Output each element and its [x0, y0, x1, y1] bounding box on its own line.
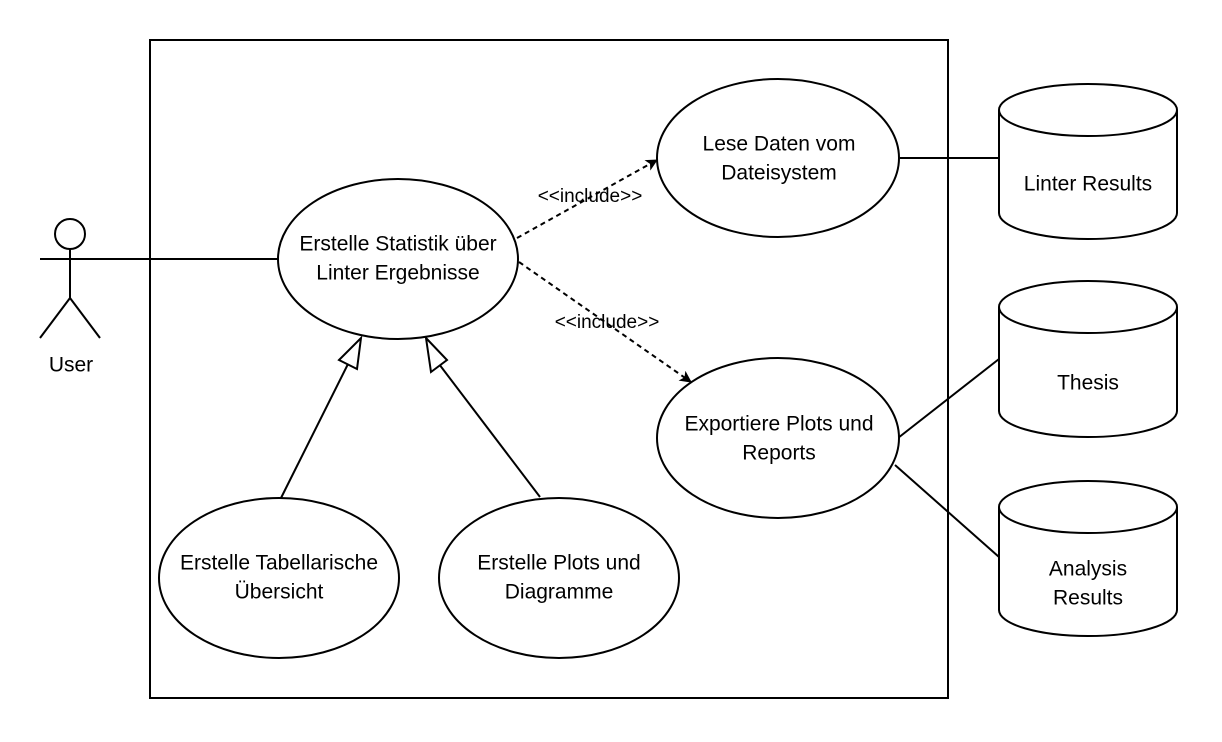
use-case-plots-ellipse	[438, 497, 680, 659]
use-case-table[interactable]: Erstelle Tabellarische Übersicht	[158, 497, 400, 659]
data-store-analysis-line-1: Analysis	[1049, 558, 1127, 581]
include-edge-export[interactable]	[518, 261, 692, 383]
use-case-read[interactable]: Lese Daten vom Dateisystem	[656, 78, 900, 238]
cylinder-rim	[998, 306, 1178, 334]
database-icon	[998, 480, 1178, 637]
use-case-plots-line-1: Erstelle Plots und	[477, 552, 640, 575]
use-case-table-line-2: Übersicht	[235, 581, 324, 604]
use-case-table-line-1: Erstelle Tabellarische	[180, 552, 378, 575]
database-icon	[998, 83, 1178, 240]
use-case-export-line-1: Exportiere Plots und	[684, 413, 873, 436]
generalization-plots-main[interactable]	[438, 363, 541, 498]
use-case-read-line-2: Dateisystem	[721, 162, 837, 185]
cylinder-rim	[998, 506, 1178, 534]
actor-right-leg	[69, 297, 101, 339]
actor-head	[54, 218, 86, 250]
use-case-plots[interactable]: Erstelle Plots und Diagramme	[438, 497, 680, 659]
association-export-analysis[interactable]	[894, 464, 1000, 558]
use-case-main-line-1: Erstelle Statistik über	[299, 233, 496, 256]
use-case-main-line-2: Linter Ergebnisse	[316, 262, 479, 285]
data-store-linter-label: Linter Results	[1024, 173, 1152, 196]
include-label-read: <<include>>	[538, 186, 643, 207]
use-case-export-ellipse	[656, 357, 900, 519]
actor-left-leg	[39, 297, 71, 339]
use-case-read-line-1: Lese Daten vom	[703, 133, 856, 156]
database-icon	[998, 280, 1178, 438]
use-case-export-line-2: Reports	[742, 442, 816, 465]
generalization-head-table	[337, 335, 363, 371]
association-export-thesis[interactable]	[897, 358, 1000, 439]
use-case-main[interactable]: Erstelle Statistik über Linter Ergebniss…	[277, 178, 519, 340]
use-case-read-ellipse	[656, 78, 900, 238]
use-case-export[interactable]: Exportiere Plots und Reports	[656, 357, 900, 519]
actor-label: User	[49, 354, 93, 377]
actor-user[interactable]: User	[39, 218, 101, 377]
generalization-head-plots	[424, 335, 449, 374]
data-store-linter-results[interactable]: Linter Results	[998, 83, 1178, 240]
use-case-plots-line-2: Diagramme	[505, 581, 614, 604]
cylinder-rim	[998, 109, 1178, 137]
use-case-main-ellipse	[277, 178, 519, 340]
use-case-table-ellipse	[158, 497, 400, 659]
data-store-analysis-line-2: Results	[1053, 587, 1123, 610]
data-store-analysis-results[interactable]: Analysis Results	[998, 480, 1178, 637]
generalization-table-main[interactable]	[280, 363, 349, 499]
data-store-thesis[interactable]: Thesis	[998, 280, 1178, 438]
include-label-export: <<include>>	[555, 312, 660, 333]
data-store-thesis-label: Thesis	[1057, 372, 1119, 395]
